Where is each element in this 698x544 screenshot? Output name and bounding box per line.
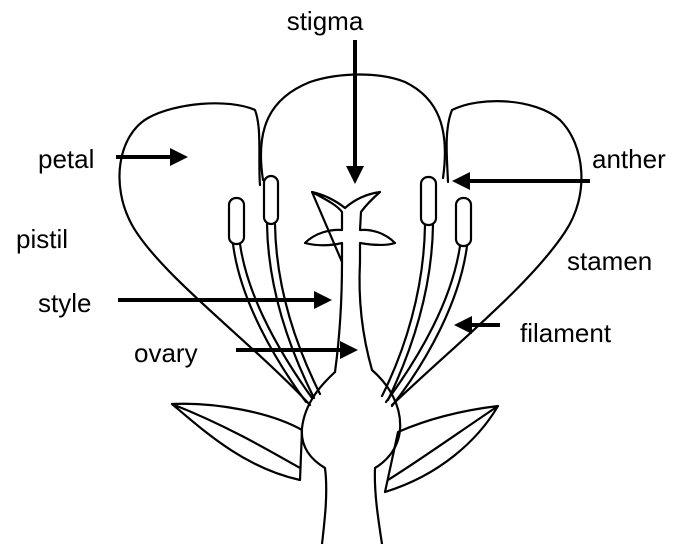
anther-3 bbox=[421, 177, 436, 225]
stigma-arrow-head bbox=[346, 166, 364, 184]
anther-4 bbox=[456, 198, 471, 246]
filament-1 bbox=[233, 244, 312, 402]
label-filament: filament bbox=[520, 318, 612, 348]
petal-right bbox=[392, 101, 581, 405]
label-ovary: ovary bbox=[134, 338, 198, 368]
label-anther: anther bbox=[592, 144, 666, 174]
label-style: style bbox=[38, 288, 91, 318]
ovary-shape bbox=[302, 370, 400, 544]
stamens bbox=[229, 176, 471, 406]
style-arrow-head bbox=[314, 291, 332, 309]
filament-arrow-head bbox=[454, 316, 472, 334]
petal-center bbox=[261, 75, 445, 181]
label-arrows bbox=[116, 40, 590, 359]
anther-arrow-head bbox=[452, 172, 470, 190]
leaf-left bbox=[172, 404, 302, 480]
label-stamen: stamen bbox=[567, 246, 652, 276]
leaves bbox=[172, 404, 498, 492]
anther-2 bbox=[264, 176, 278, 224]
ovary-arrow-head bbox=[340, 341, 358, 359]
label-pistil: pistil bbox=[16, 224, 68, 254]
petal-arrow-head bbox=[170, 148, 188, 166]
filament-4 bbox=[386, 246, 467, 406]
anther-1 bbox=[229, 198, 244, 244]
stigma-shape bbox=[305, 192, 395, 262]
leaf-right bbox=[385, 406, 498, 492]
label-stigma: stigma bbox=[287, 6, 364, 36]
label-petal: petal bbox=[38, 144, 94, 174]
